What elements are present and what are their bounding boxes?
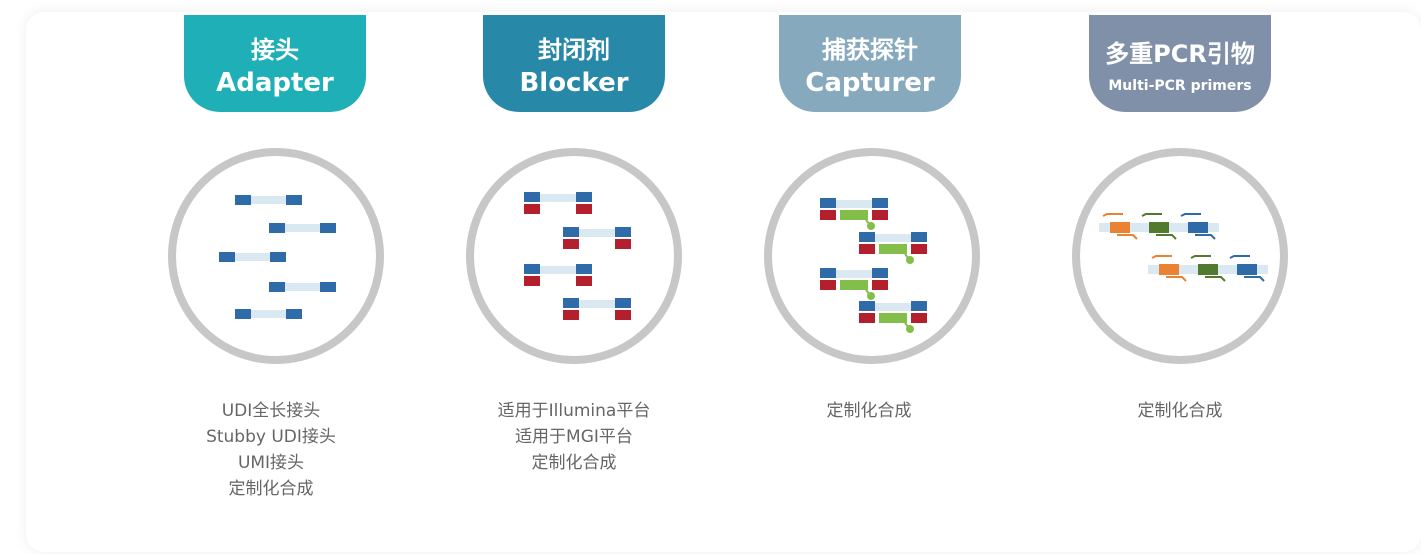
multipcr-line-1: 定制化合成 xyxy=(1137,401,1223,421)
adapter-molecule xyxy=(219,252,286,262)
adapter-molecule xyxy=(235,195,302,205)
blocker-molecule xyxy=(524,192,592,214)
blocker-description: 适用于Illumina平台 适用于MGI平台 定制化合成 xyxy=(444,398,704,476)
adapter-molecule xyxy=(235,309,302,319)
multiplex-primer-diagram-icon xyxy=(1072,148,1288,364)
adapter-line-1: UDI全长接头 xyxy=(221,401,321,421)
adapter-line-3: UMI接头 xyxy=(237,453,305,473)
primer-template-upper xyxy=(1099,213,1219,240)
primer-template-lower xyxy=(1148,255,1268,282)
blocker-tab: 封闭剂 Blocker xyxy=(483,15,665,112)
capturer-title-en: Capturer xyxy=(805,68,935,98)
multipcr-description: 定制化合成 xyxy=(1050,398,1310,424)
blocker-line-2: 适用于MGI平台 xyxy=(515,427,633,447)
multipcr-tab: 多重PCR引物 Multi-PCR primers xyxy=(1089,15,1271,112)
adapter-title-en: Adapter xyxy=(216,68,334,98)
capturer-description: 定制化合成 xyxy=(739,398,999,424)
adapter-molecule xyxy=(269,282,336,292)
adapter-tab: 接头 Adapter xyxy=(184,15,366,112)
blocker-molecule xyxy=(563,298,631,320)
blocker-molecule xyxy=(563,227,631,249)
capture-probe-molecule xyxy=(820,268,888,300)
adapter-molecule xyxy=(269,223,336,233)
capturer-line-1: 定制化合成 xyxy=(826,401,912,421)
blocker-title-en: Blocker xyxy=(519,68,629,98)
capturer-title-zh: 捕获探针 xyxy=(822,36,918,64)
blocker-molecule xyxy=(524,264,592,286)
adapter-diagram-icon xyxy=(168,148,384,364)
blocker-line-3: 定制化合成 xyxy=(531,453,617,473)
blocker-title-zh: 封闭剂 xyxy=(538,36,610,64)
capture-probe-molecule xyxy=(859,232,927,264)
capturer-tab: 捕获探针 Capturer xyxy=(779,15,961,112)
capture-probe-molecule xyxy=(820,198,888,230)
capture-probe-diagram-icon xyxy=(764,148,980,364)
adapter-description: UDI全长接头 Stubby UDI接头 UMI接头 定制化合成 xyxy=(141,398,401,502)
adapter-line-2: Stubby UDI接头 xyxy=(206,427,336,447)
multipcr-title-en: Multi-PCR primers xyxy=(1108,78,1252,94)
capture-probe-molecule xyxy=(859,301,927,333)
blocker-line-1: 适用于Illumina平台 xyxy=(497,401,651,421)
multipcr-title-zh: 多重PCR引物 xyxy=(1105,40,1255,68)
adapter-title-zh: 接头 xyxy=(251,36,299,64)
blocker-diagram-icon xyxy=(466,148,682,364)
adapter-line-4: 定制化合成 xyxy=(228,479,314,499)
